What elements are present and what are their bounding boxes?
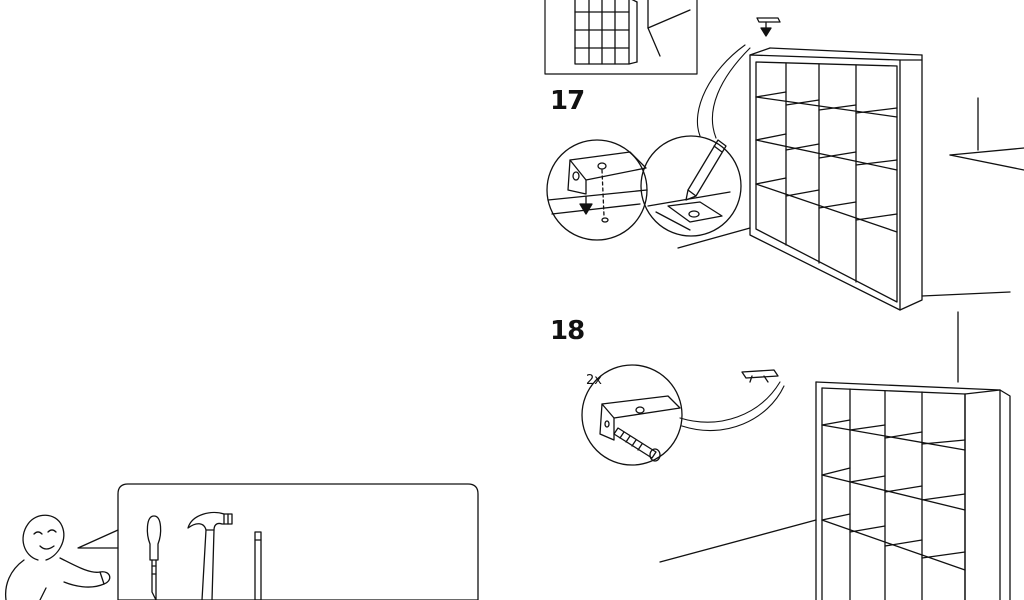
step-number-18: 18 <box>550 316 585 346</box>
pencil-icon <box>254 531 262 600</box>
detail-circle-screw <box>581 364 683 466</box>
bracket-icon <box>741 369 779 379</box>
arrow-down-icon <box>579 203 593 215</box>
screw-icon <box>613 427 661 462</box>
pencil-icon <box>685 139 727 201</box>
step-17-illustration <box>546 17 1024 311</box>
shelf-unit-17 <box>749 47 923 311</box>
person-icon <box>4 514 111 600</box>
step-18-illustration <box>581 311 1011 600</box>
detail-circle-pencil-mark <box>640 135 742 237</box>
tools-callout <box>4 483 479 600</box>
screwdriver-icon <box>146 515 162 600</box>
shelf-unit-18 <box>815 381 1011 600</box>
previous-step-thumbnail <box>544 0 698 75</box>
detail-circle-bracket-mark <box>546 139 648 241</box>
step-number-17: 17 <box>550 86 585 116</box>
bracket-icon <box>756 17 781 23</box>
quantity-label: 2x <box>586 373 602 388</box>
hammer-icon <box>187 511 233 600</box>
